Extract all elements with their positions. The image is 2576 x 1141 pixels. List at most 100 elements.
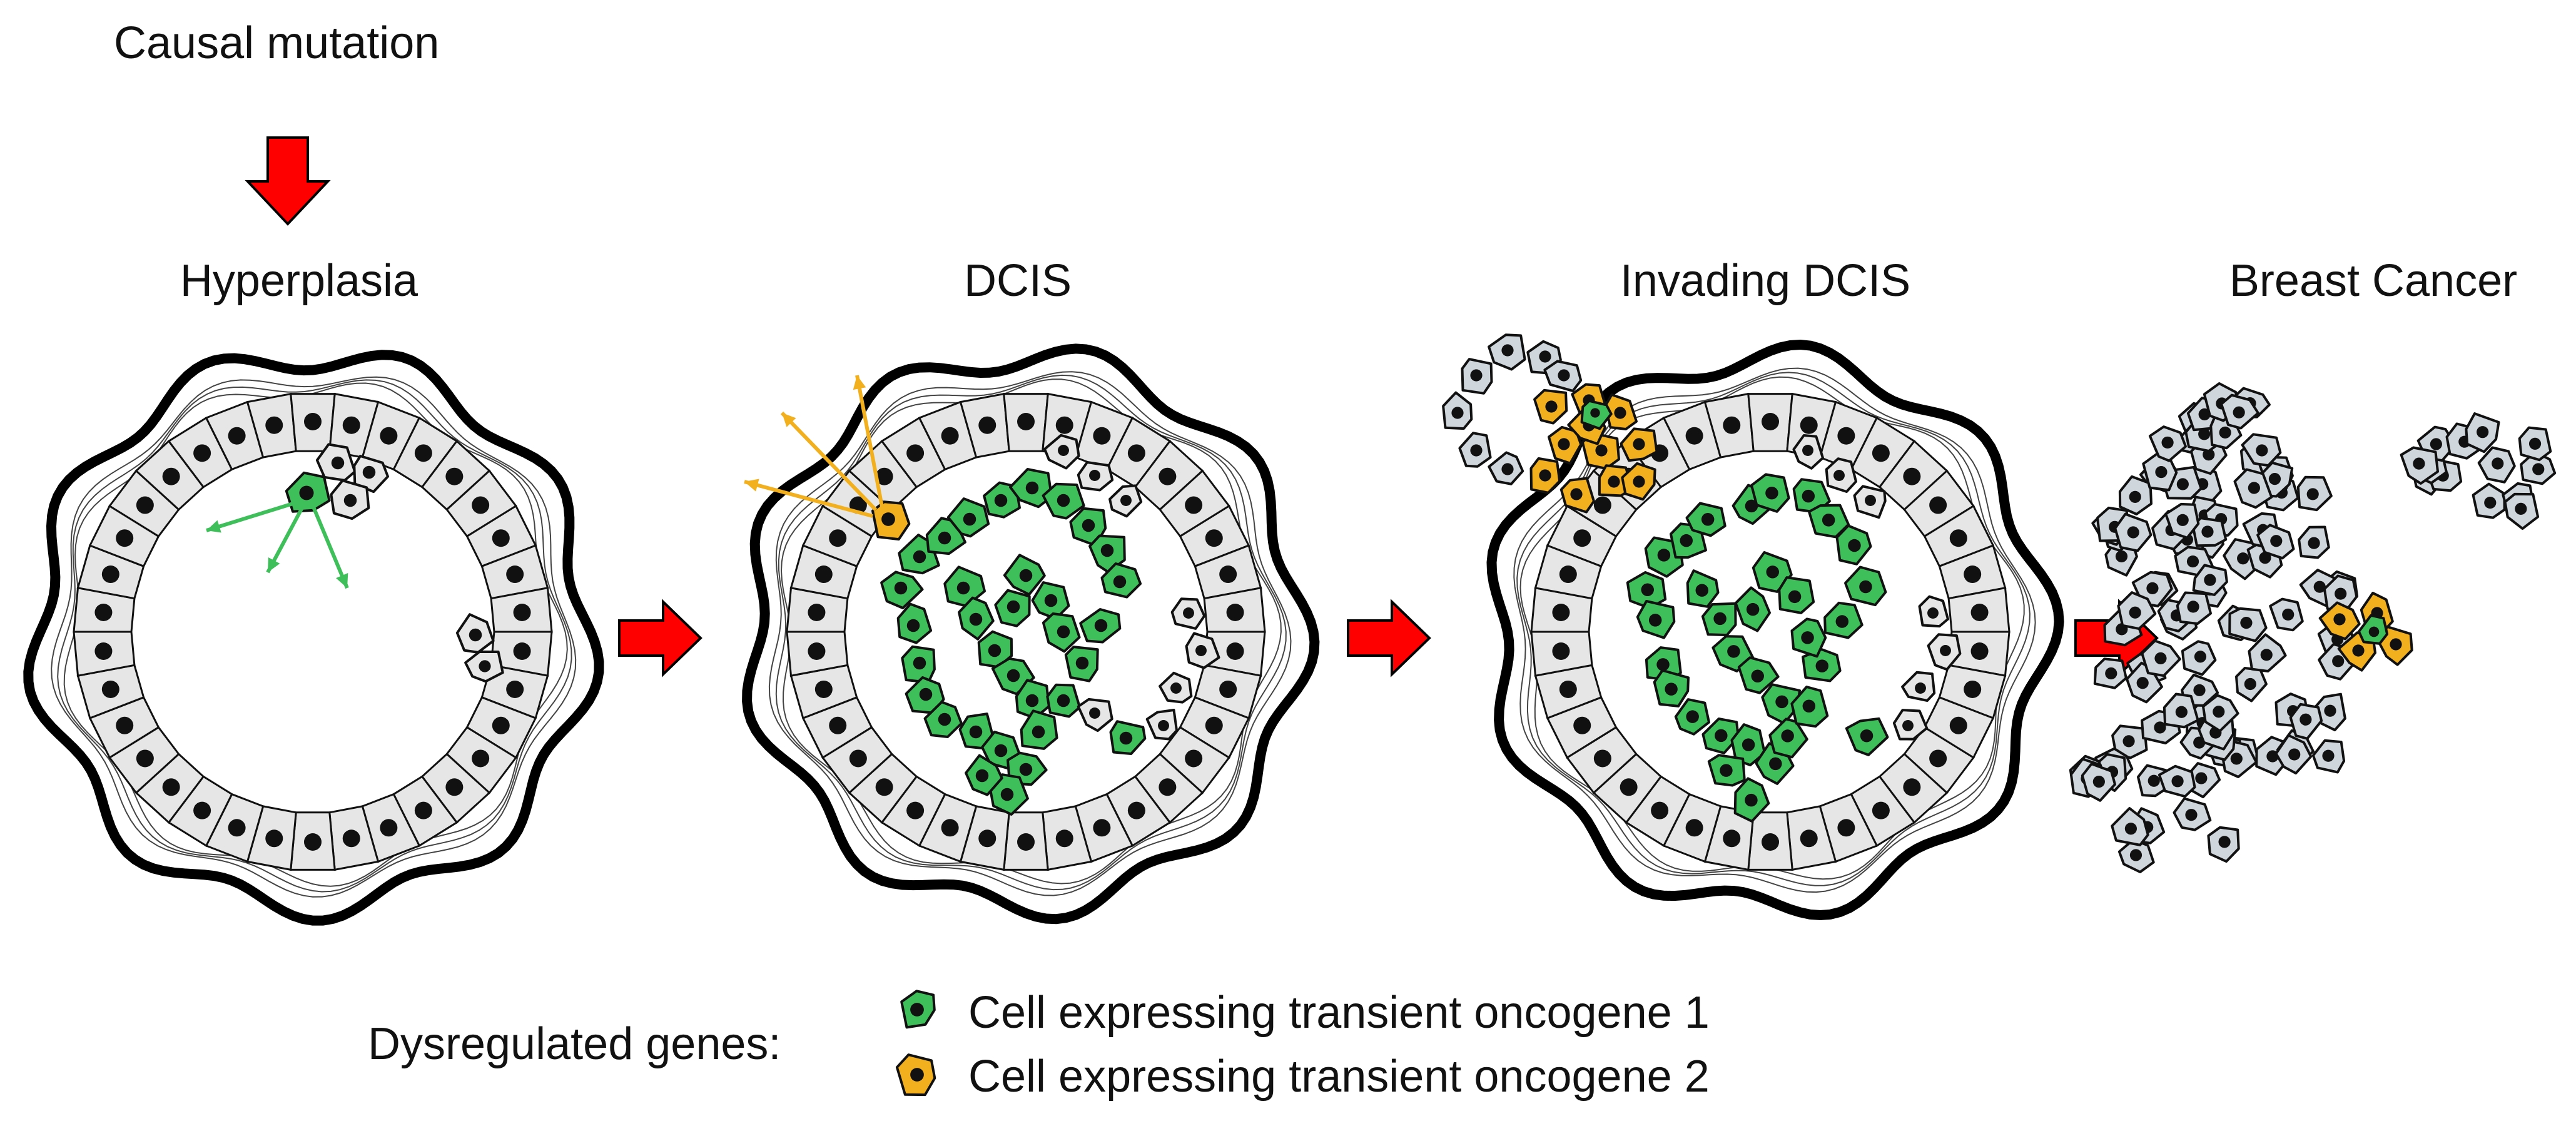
oncogene1-cell-nucleus — [1057, 494, 1070, 507]
green-signal-arrow-head — [336, 573, 348, 588]
tumor-cell-nucleus — [2413, 457, 2425, 470]
tumor-cell — [2228, 607, 2268, 642]
oncogene1-cell-nucleus — [1713, 612, 1727, 626]
epithelial-nucleus — [814, 565, 833, 584]
stroma-line — [1519, 376, 2025, 880]
tumor-cell-nucleus — [2528, 437, 2542, 450]
epithelial-nucleus — [304, 413, 322, 430]
tumor-cell — [2173, 797, 2212, 831]
hyperplastic-cell — [330, 479, 370, 520]
oncogene1-cell-nucleus — [994, 494, 1008, 507]
tumor-cell-nucleus — [2198, 428, 2211, 440]
oncogene2-cell — [871, 500, 911, 541]
epithelial-nucleus — [1226, 642, 1244, 661]
tumor-cell — [2298, 525, 2330, 559]
oncogene1-cell — [1653, 669, 1690, 707]
oncogene1-cell — [1042, 482, 1085, 520]
oncogene1-cell — [1580, 399, 1613, 430]
tumor-cell-nucleus — [2270, 535, 2283, 547]
tumor-cell — [2472, 482, 2506, 519]
epithelial-nucleus — [941, 427, 959, 445]
tumor-cell-nucleus — [2195, 772, 2208, 784]
tumor-cell-nucleus — [2115, 550, 2128, 563]
hyperplastic-cell-nucleus — [1089, 470, 1100, 481]
oncogene1-cell-nucleus — [1657, 549, 1671, 562]
oncogene1-cell — [946, 497, 990, 538]
tumor-cell-nucleus — [2194, 651, 2207, 663]
epithelial-nucleus — [1620, 778, 1638, 796]
oncogene1-cell-nucleus — [919, 687, 933, 701]
tumor-cell-nucleus — [2477, 426, 2489, 439]
epithelial-nucleus — [1837, 427, 1855, 445]
epithelial-nucleus — [1800, 416, 1818, 434]
epithelial-nucleus — [941, 819, 959, 837]
tumor-cell — [2256, 524, 2295, 560]
epithelial-nucleus — [1205, 716, 1223, 734]
tumor-cell-nucleus — [2136, 677, 2149, 689]
tumor-cell-nucleus — [2193, 684, 2206, 696]
oncogene1-cell-nucleus — [1815, 659, 1828, 672]
tumor-cell-nucleus — [2282, 608, 2295, 621]
tumor-cell-nucleus — [2148, 774, 2160, 787]
oncogene1-cell-nucleus — [969, 725, 983, 739]
oncogene1-cell-nucleus — [1665, 682, 1678, 696]
oncogene1-cell — [1733, 777, 1770, 823]
green-signal-arrow-head — [268, 557, 280, 572]
tumor-cell-nucleus — [1451, 407, 1464, 419]
epithelial-nucleus — [829, 529, 847, 547]
epithelial-nucleus — [414, 444, 432, 462]
epithelial-nucleus — [1093, 427, 1111, 445]
oncogene1-cell-nucleus — [1860, 729, 1874, 743]
oncogene1-cell — [1752, 551, 1793, 593]
oncogene1-cell — [1636, 600, 1676, 639]
hyperplastic-cell-nucleus — [343, 494, 357, 507]
oncogene2-cell-nucleus — [2352, 644, 2365, 657]
oncogene1-cell-nucleus — [1727, 645, 1740, 658]
orange-signal-arrow — [853, 375, 884, 507]
epithelial-nucleus — [1552, 642, 1570, 661]
oncogene1-cell — [1737, 656, 1780, 694]
down-arrow-icon — [245, 136, 331, 226]
tumor-cell — [1442, 391, 1473, 430]
legend-label-oncogene-1: Cell expressing transient oncogene 1 — [968, 988, 1710, 1038]
hyperplastic-cell — [1077, 697, 1113, 733]
oncogene1-cell — [1686, 569, 1720, 608]
epithelial-nucleus — [1127, 444, 1145, 462]
oncogene2-cell — [2318, 601, 2361, 641]
hyperplastic-cell-nucleus — [469, 628, 482, 642]
epithelial-nucleus — [1837, 819, 1855, 837]
tumor-cell — [2118, 475, 2153, 515]
tumor-cell — [2311, 739, 2346, 774]
oncogene1-cell-nucleus — [1113, 575, 1127, 589]
stroma-line — [51, 376, 577, 898]
stroma-line — [57, 379, 572, 893]
oncogene2-cell-nucleus — [1608, 475, 1620, 488]
tumor-cell-nucleus — [2237, 552, 2249, 565]
epithelial-nucleus — [193, 801, 211, 819]
oncogene1-cell — [1707, 754, 1746, 787]
oncogene2-cell — [1621, 462, 1656, 501]
tumor-cell-nucleus — [2092, 775, 2105, 788]
hyperplastic-cell-nucleus — [1802, 445, 1813, 456]
tumor-cell — [2148, 425, 2187, 462]
tumor-cell-nucleus — [2204, 574, 2216, 586]
oncogene1-cell — [1778, 576, 1815, 614]
tumor-cell — [1543, 360, 1583, 392]
oncogene1-cell-nucleus — [1656, 658, 1670, 671]
epithelial-nucleus — [380, 427, 398, 445]
epithelial-nucleus — [1017, 413, 1035, 430]
tumor-cell — [2269, 597, 2304, 632]
tumor-cell-nucleus — [1558, 369, 1570, 382]
oncogene1-cell-nucleus — [1019, 763, 1033, 776]
hyperplastic-cell — [1108, 484, 1143, 518]
epithelial-nucleus — [136, 496, 154, 514]
duct-dcis — [742, 343, 1320, 925]
oncogene1-cell-nucleus — [1019, 569, 1033, 582]
epithelial-nucleus — [342, 416, 360, 434]
oncogene1-cell-nucleus — [913, 656, 926, 670]
oncogene1-cell — [1792, 478, 1831, 514]
oncogene1-cell-nucleus — [1859, 580, 1872, 594]
tumor-cell-nucleus — [2218, 836, 2231, 848]
epithelial-nucleus — [906, 801, 925, 819]
epithelial-nucleus — [1159, 467, 1177, 485]
